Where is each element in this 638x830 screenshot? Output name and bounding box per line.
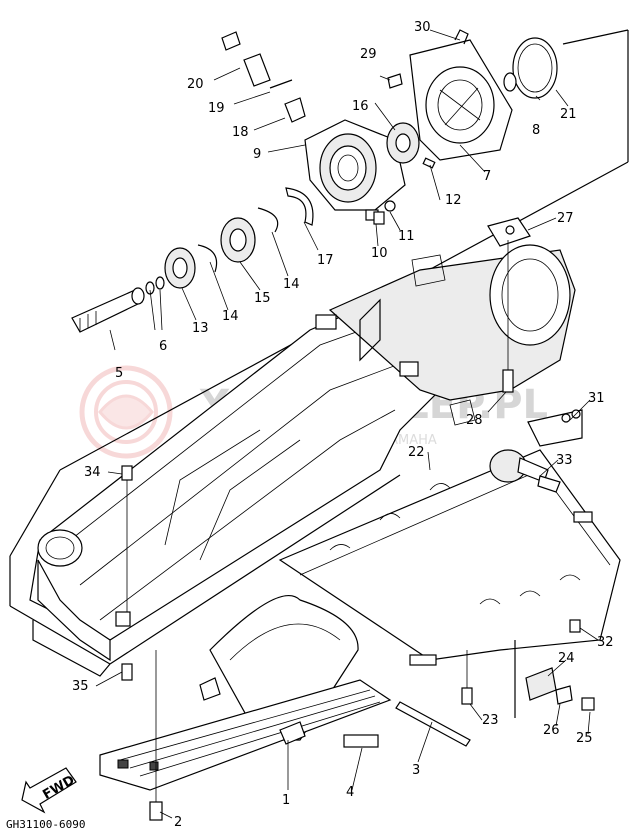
forward-direction-arrow: FWD [21,767,77,814]
callout-12: 12 [445,193,462,208]
callout-23: 23 [482,713,499,728]
bolt-2-icon [149,801,163,821]
callout-10: 10 [371,246,388,261]
callout-5: 5 [115,366,123,381]
callout-19: 19 [208,101,225,116]
callout-20: 20 [187,77,204,92]
part-callouts: 30 29 20 19 16 21 8 18 9 7 12 27 11 10 1… [72,20,614,830]
callout-33: 33 [556,453,573,468]
callout-34: 34 [84,465,101,480]
callout-4: 4 [346,785,354,800]
callout-13: 13 [192,321,209,336]
callout-18: 18 [232,125,249,140]
callout-17: 17 [317,253,334,268]
intake-grate [99,595,471,791]
callout-14b: 14 [222,309,239,324]
tray-plate-22 [278,449,621,718]
callout-11: 11 [398,229,415,244]
callout-6: 6 [159,339,167,354]
mount-plate-27 [487,217,531,393]
callout-28: 28 [466,413,483,428]
callout-35: 35 [72,679,89,694]
callout-7: 7 [483,169,491,184]
callout-32: 32 [597,635,614,650]
watermark-logo-icon [79,365,173,459]
callout-2: 2 [174,815,182,830]
callout-8: 8 [532,123,540,138]
bolt-10-icon [373,211,385,225]
bolt-32-icon [569,619,581,633]
shaft-bearing-stack [71,187,314,333]
intake-housing-body [29,244,576,662]
bolt-23-icon [461,687,473,705]
callout-21: 21 [560,107,577,122]
callout-15: 15 [254,291,271,306]
drawing-code: GH31100-6090 [6,818,85,830]
hardware [121,211,595,821]
callout-27: 27 [557,211,574,226]
callout-22: 22 [408,445,425,460]
bolt-35-icon [121,663,133,681]
bolt-34-icon [121,465,133,481]
callout-9: 9 [253,147,261,162]
callout-31: 31 [588,391,605,406]
callout-25: 25 [576,731,593,746]
washer-26-icon [555,685,573,705]
callout-24: 24 [558,651,575,666]
screw-25-icon [581,697,595,711]
callout-16: 16 [352,99,369,114]
callout-1: 1 [282,793,290,808]
callout-26: 26 [543,723,560,738]
callout-29: 29 [360,47,377,62]
leader-lines [95,29,599,819]
bearing-housing [221,29,558,221]
callout-30: 30 [414,20,431,35]
callout-3: 3 [412,763,420,778]
callout-14a: 14 [283,277,300,292]
